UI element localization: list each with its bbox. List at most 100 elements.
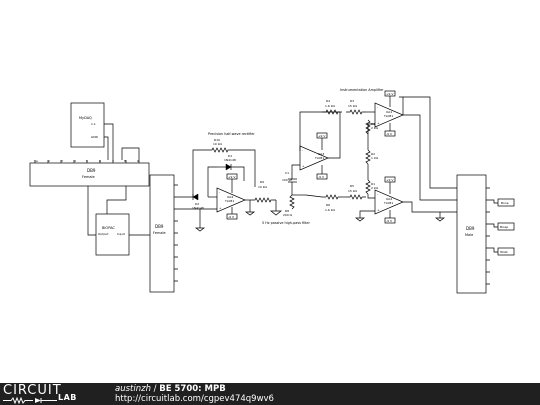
resistor-r7[interactable]: R1 2 kΩ: [365, 179, 379, 195]
ground-icon: [354, 217, 366, 222]
svg-text:-: -: [302, 148, 303, 152]
resistor-r1[interactable]: R1 2 kΩ: [365, 119, 379, 135]
supply-oa3-neg: -9 V: [316, 165, 328, 180]
db9-right-sub: Male: [465, 233, 473, 237]
oa1-part: TL081: [383, 114, 393, 118]
db9-top-pin-9: 9: [137, 159, 139, 163]
svg-text:-9 V: -9 V: [386, 219, 393, 223]
circuit-url[interactable]: http://circuitlab.com/cgpev474q9wv6: [115, 394, 274, 404]
r3-value: 15 kΩ: [348, 104, 358, 108]
svg-text:+9 V: +9 V: [228, 175, 236, 179]
r7-name: R1: [371, 182, 375, 186]
wire-mydaq-ai: [104, 123, 114, 160]
opamp-oa2[interactable]: - + OA2 TL081: [374, 189, 404, 215]
svg-text:+: +: [219, 206, 222, 210]
circuit-meta: austinzh / BE 5700: MPB http://circuitla…: [115, 384, 274, 404]
db9-top-connector[interactable]: DB9 Female 1a 2 3 4 5 6 7 8 9: [29, 159, 150, 187]
circuitlab-logo[interactable]: CIRCUIT LAB: [3, 383, 95, 404]
supply-oa3-pos: +9 V: [316, 132, 328, 150]
db9-top-pin-stubs: [34, 160, 140, 163]
logo-circuit-text: CIRCUIT: [3, 383, 62, 398]
db9-right-pin-stubs: [486, 187, 490, 285]
electrode-wrist[interactable]: Wrist: [490, 247, 515, 256]
wire-ia-db9right: [403, 96, 457, 189]
resistor-r6[interactable]: R6 1.6 kΩ: [322, 194, 342, 212]
svg-text:+9 V: +9 V: [386, 178, 394, 182]
supply-oa1-pos: +9 V: [384, 90, 396, 107]
r8-value: 200 Ω: [283, 213, 293, 217]
db9-left-connector[interactable]: DB9 Female: [149, 174, 175, 293]
mydaq-block[interactable]: MyDAQ 1.1 GND: [70, 102, 105, 148]
db9-top-pin-3: 3: [61, 159, 63, 163]
supply-oa4-pos: +9 V: [226, 173, 238, 193]
svg-text:+: +: [377, 121, 380, 125]
svg-text:+9 V: +9 V: [386, 92, 394, 96]
r7-value: 2 kΩ: [371, 186, 379, 190]
resistor-r9[interactable]: R9 10 kΩ: [250, 180, 276, 203]
oa3-part: TL081: [314, 156, 324, 160]
wire-oa2-pos: [359, 210, 375, 218]
c1-value: 100 µF: [282, 178, 293, 182]
opamp-oa1[interactable]: - + OA1 TL081: [374, 102, 404, 128]
r1-name: R1: [371, 122, 375, 126]
db9-top-pin-1: 1a: [34, 159, 38, 163]
r10-value: 10 kΩ: [213, 142, 223, 146]
svg-text:+: +: [302, 164, 305, 168]
db9-top-pin-8: 8: [124, 159, 126, 163]
electrode-bone[interactable]: Bone: [490, 198, 515, 207]
electrode-wrist-label: Wrist: [500, 250, 508, 254]
r4-value: 1.6 kΩ: [325, 104, 335, 108]
opamp-oa3[interactable]: - + OA3 TL081: [299, 145, 329, 171]
resistor-r8[interactable]: R8 200 Ω: [283, 194, 295, 217]
wire-d1-left: [207, 166, 217, 197]
wire-hpf-r6: [305, 194, 323, 198]
wire-oa1-fb: [399, 96, 404, 115]
ground-icon: [244, 211, 256, 216]
electrode-bicep[interactable]: Bicep: [490, 222, 515, 231]
d1-name: D1: [228, 154, 232, 158]
svg-text:-: -: [219, 190, 220, 194]
resistor-r5[interactable]: R5 15 kΩ: [346, 184, 366, 200]
capacitor-c1[interactable]: C1 100 µF: [282, 171, 297, 183]
db9-top-title: DB9: [87, 168, 96, 173]
ground-icon: [434, 217, 446, 222]
wire-rect-feedback-left: [178, 149, 208, 198]
db9-left-sub: Female: [153, 231, 166, 235]
ground-icon: [270, 210, 282, 216]
wire-oa3-neg: [299, 111, 340, 151]
wire-r7-oa2: [367, 194, 375, 199]
r4-name: R4: [326, 99, 330, 103]
oa1-name: OA1: [386, 110, 392, 114]
resistor-r10[interactable]: R10 10 kΩ: [208, 138, 232, 153]
db9-right-connector[interactable]: DB9 Male: [456, 174, 487, 294]
wire-db9-top-loop: [121, 147, 140, 160]
electrode-bicep-label: Bicep: [500, 225, 508, 229]
resistor-r3[interactable]: R3 15 kΩ: [346, 99, 366, 115]
author-name[interactable]: austinzh: [115, 384, 151, 394]
r3-name: R3: [350, 99, 354, 103]
biopac-output-label: Output: [98, 232, 109, 236]
db9-top-sub: Female: [82, 175, 95, 179]
diode-d1[interactable]: D1 1N4148: [217, 154, 245, 181]
opamp-oa4[interactable]: - + OA4 TL081: [216, 187, 246, 213]
resistor-r4[interactable]: R4 1.6 kΩ: [322, 99, 342, 115]
svg-text:-9 V: -9 V: [228, 215, 235, 219]
resistor-r2[interactable]: R2 1 kΩ: [365, 149, 379, 165]
hpf-title: 5 Hz passive high-pass filter: [262, 221, 310, 225]
svg-text:+: +: [377, 208, 380, 212]
wire-oa1-out: [403, 114, 457, 201]
wire-oa3-out: [328, 112, 341, 159]
svg-text:-9 V: -9 V: [318, 175, 325, 179]
r9-name: R9: [260, 180, 264, 184]
wire-oa2-out: [403, 201, 457, 213]
circuit-schematic: MyDAQ 1.1 GND DB9 Female 1a 2 3 4 5 6 7 …: [29, 88, 515, 294]
r1-value: 2 kΩ: [371, 126, 379, 130]
biopac-title: BIOPAC: [102, 226, 115, 230]
supply-oa2-neg: -9 V: [384, 210, 396, 224]
wire-oa1-pos: [367, 123, 375, 143]
biopac-block[interactable]: BIOPAC Output Input: [95, 213, 130, 256]
r2-value: 1 kΩ: [371, 156, 379, 160]
diode-d2[interactable]: D2 1N4148: [192, 193, 204, 210]
svg-text:-: -: [377, 192, 378, 196]
supply-oa4-neg: -9 V: [226, 207, 238, 220]
